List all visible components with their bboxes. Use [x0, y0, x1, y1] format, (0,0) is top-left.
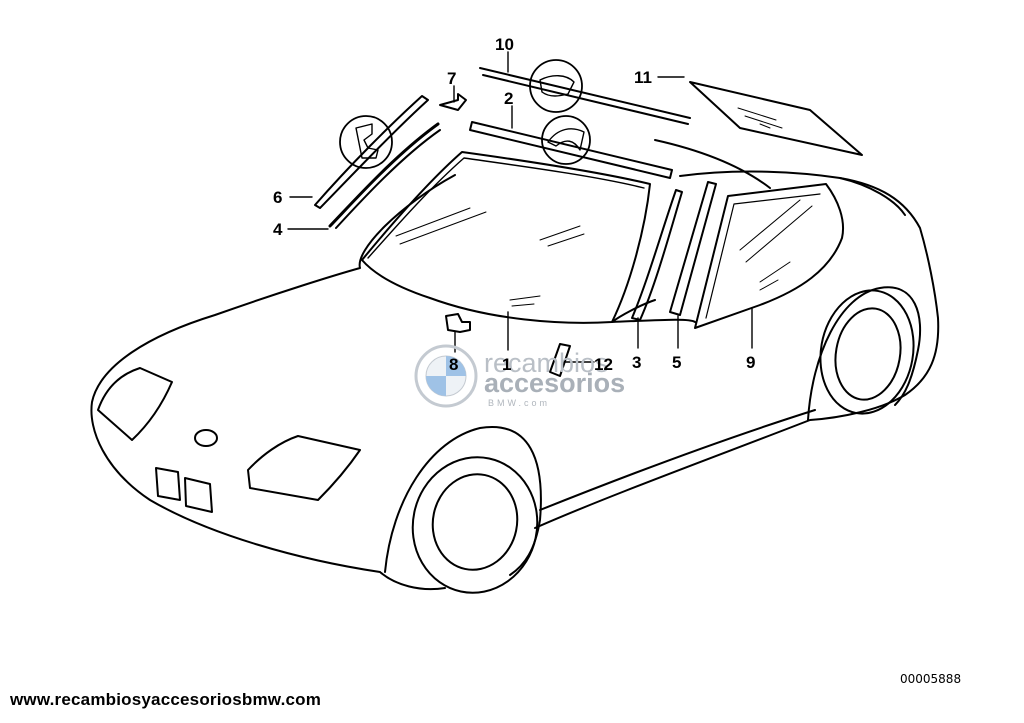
- windscreen-inner: [367, 157, 645, 259]
- callout-4: 4: [273, 220, 283, 239]
- windscreen: [361, 151, 651, 324]
- callout-5: 5: [672, 353, 681, 372]
- callout-9: 9: [746, 353, 755, 372]
- rear-window-reflections: [737, 107, 783, 129]
- callout-3: 3: [632, 353, 641, 372]
- front-wheel-outer: [411, 456, 539, 594]
- body-side-line: [539, 409, 816, 511]
- callout-1: 1: [502, 355, 511, 374]
- detail-circle-middle: [541, 115, 591, 165]
- roof-moulding-strip: [479, 67, 691, 125]
- front-wheel-inner: [431, 473, 519, 571]
- corner-clip: [439, 93, 467, 111]
- rear-window: [689, 81, 863, 156]
- side-window: [694, 183, 844, 329]
- callout-10: 10: [495, 35, 514, 54]
- front-wheel-arch: [384, 425, 542, 576]
- kidney-grille-left: [155, 467, 181, 501]
- a-pillar-cover: [314, 95, 429, 209]
- headlight-right: [247, 435, 361, 501]
- rear-wheel-arch: [807, 286, 922, 421]
- bonnet-badge: [194, 429, 218, 447]
- watermark-line3: BMW.com: [488, 398, 550, 408]
- footer-website-link[interactable]: www.recambiosyaccesoriosbmw.com: [10, 690, 322, 709]
- callout-6: 6: [273, 188, 282, 207]
- callout-2: 2: [504, 89, 513, 108]
- a-pillar-strip-inner: [335, 129, 441, 229]
- callout-8: 8: [449, 355, 458, 374]
- bracket-part: [445, 313, 471, 333]
- callout-11: 11: [634, 68, 652, 87]
- detail-profile-left: [355, 123, 379, 159]
- kidney-grille-right: [184, 477, 213, 513]
- upper-moulding-strip: [469, 121, 673, 179]
- roof-line: [679, 170, 906, 216]
- watermark-line1: recambios: [484, 348, 609, 378]
- detail-profile-right: [539, 75, 575, 97]
- car-body-outline: [90, 139, 940, 591]
- side-window-inner: [705, 193, 821, 319]
- rear-wheel-inner: [834, 307, 902, 401]
- sensor-part: [549, 343, 571, 377]
- drawing-code: 00005888: [900, 672, 961, 686]
- detail-profile-middle: [547, 128, 585, 151]
- detail-circle-left: [339, 115, 393, 169]
- watermark: recambios accesorios BMW.com: [414, 344, 625, 408]
- a-pillar-strip-outer: [328, 122, 440, 228]
- side-window-reflections: [739, 199, 813, 291]
- c-pillar-strip: [669, 181, 717, 316]
- leader-lines: [287, 51, 753, 363]
- callout-7: 7: [447, 69, 456, 88]
- detail-circle-right: [529, 59, 583, 113]
- bmw-logo-icon: [414, 344, 478, 408]
- callout-12: 12: [594, 355, 613, 374]
- belt-line: [611, 299, 696, 323]
- watermark-line2: accesorios: [484, 368, 625, 398]
- windscreen-reflections: [395, 207, 585, 307]
- headlight-left: [97, 367, 173, 441]
- b-pillar-strip: [631, 189, 683, 321]
- rear-wheel-outer: [819, 289, 915, 415]
